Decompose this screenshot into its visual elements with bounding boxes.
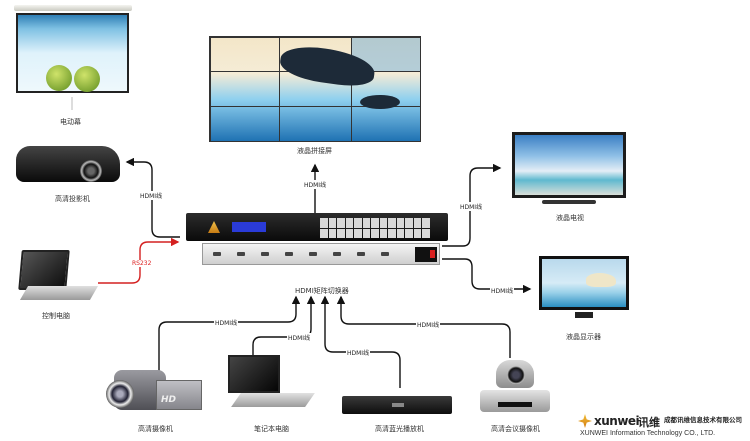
camcorder-cable-label: HDMI线 — [214, 318, 239, 327]
notebook — [226, 355, 316, 411]
conference-camera — [478, 358, 552, 416]
logo-text-cn: 讯维 — [638, 416, 660, 429]
control-pc — [18, 250, 99, 304]
notebook-base — [231, 393, 315, 407]
projector-lens-icon — [80, 160, 102, 182]
bluray-player — [342, 396, 452, 414]
wire-monitor — [442, 258, 532, 294]
lcd-tv-cable-label: HDMI线 — [459, 202, 484, 211]
hdmi-matrix-switcher — [186, 213, 448, 275]
projection-screen-label: 电动幕 — [60, 118, 81, 126]
projector-body — [16, 146, 120, 182]
laptop-screen — [18, 250, 70, 290]
lcd-monitor-cable-label: HDMI线 — [490, 286, 515, 295]
projection-screen — [14, 5, 132, 97]
wire-bluray — [320, 295, 401, 388]
notebook-label: 笔记本电脑 — [254, 425, 289, 433]
projector-cable-label: HDMI线 — [139, 191, 164, 200]
hd-camcorder-label: 高清摄像机 — [138, 425, 173, 433]
projector-label: 高清投影机 — [55, 195, 90, 203]
monitor-stand — [575, 312, 593, 318]
tv-screen — [512, 132, 626, 198]
matrix-front-panel — [186, 213, 448, 241]
conference-camera-label: 高清会议摄像机 — [491, 425, 540, 433]
wire-notebook — [252, 295, 316, 355]
confcam-cable-label: HDMI线 — [416, 320, 441, 329]
camcorder-side-panel: HD — [156, 380, 202, 410]
confcam-lens-icon — [507, 366, 525, 384]
matrix-rear-panel — [202, 243, 440, 265]
laptop-base — [19, 286, 99, 300]
company-logo: xunwei 讯维 成都讯维信息技术有限公司 XUNWEI Informatio… — [578, 412, 750, 440]
monitor-screen — [539, 256, 629, 310]
polar-bear-icon — [586, 273, 616, 287]
power-switch — [430, 250, 435, 258]
tv-stand — [542, 200, 596, 204]
hd-camcorder: HD — [104, 366, 204, 416]
hd-badge: HD — [161, 395, 177, 405]
lcd-monitor-label: 液晶显示器 — [566, 333, 601, 341]
lcd-tv-label: 液晶电视 — [556, 214, 584, 222]
video-wall — [209, 36, 421, 142]
company-name-en: XUNWEI Information Technology CO., LTD. — [580, 430, 716, 437]
apple-icon — [46, 65, 72, 91]
orca-icon — [360, 95, 400, 109]
lcd-tv — [512, 132, 626, 208]
screen-roller — [14, 5, 132, 11]
bluray-cable-label: HDMI线 — [346, 348, 371, 357]
lcd-display — [232, 222, 266, 232]
control-pc-label: 控制电脑 — [42, 312, 70, 320]
projector — [16, 140, 120, 186]
xunwei-star-icon — [578, 414, 592, 428]
notebook-screen — [228, 355, 280, 393]
button-grid — [320, 218, 430, 238]
xunwei-logo-icon — [208, 221, 220, 233]
camcorder-lens-icon — [106, 380, 134, 408]
apple-icon — [74, 66, 100, 92]
notebook-cable-label: HDMI线 — [287, 333, 312, 342]
matrix-label: HDMI矩阵切换器 — [295, 287, 349, 295]
screen-surface — [16, 13, 129, 93]
company-name-cn: 成都讯维信息技术有限公司 — [664, 416, 742, 424]
logo-text-en: xunwei — [594, 414, 640, 428]
bluray-player-label: 高清蓝光播放机 — [375, 425, 424, 433]
lcd-monitor — [539, 256, 629, 322]
rs232-cable-label: RS232 — [131, 260, 153, 267]
video-wall-label: 液晶拼接屏 — [297, 147, 332, 155]
video-wall-cable-label: HDMI线 — [303, 180, 328, 189]
bluray-display — [392, 403, 404, 407]
confcam-base — [480, 390, 550, 412]
